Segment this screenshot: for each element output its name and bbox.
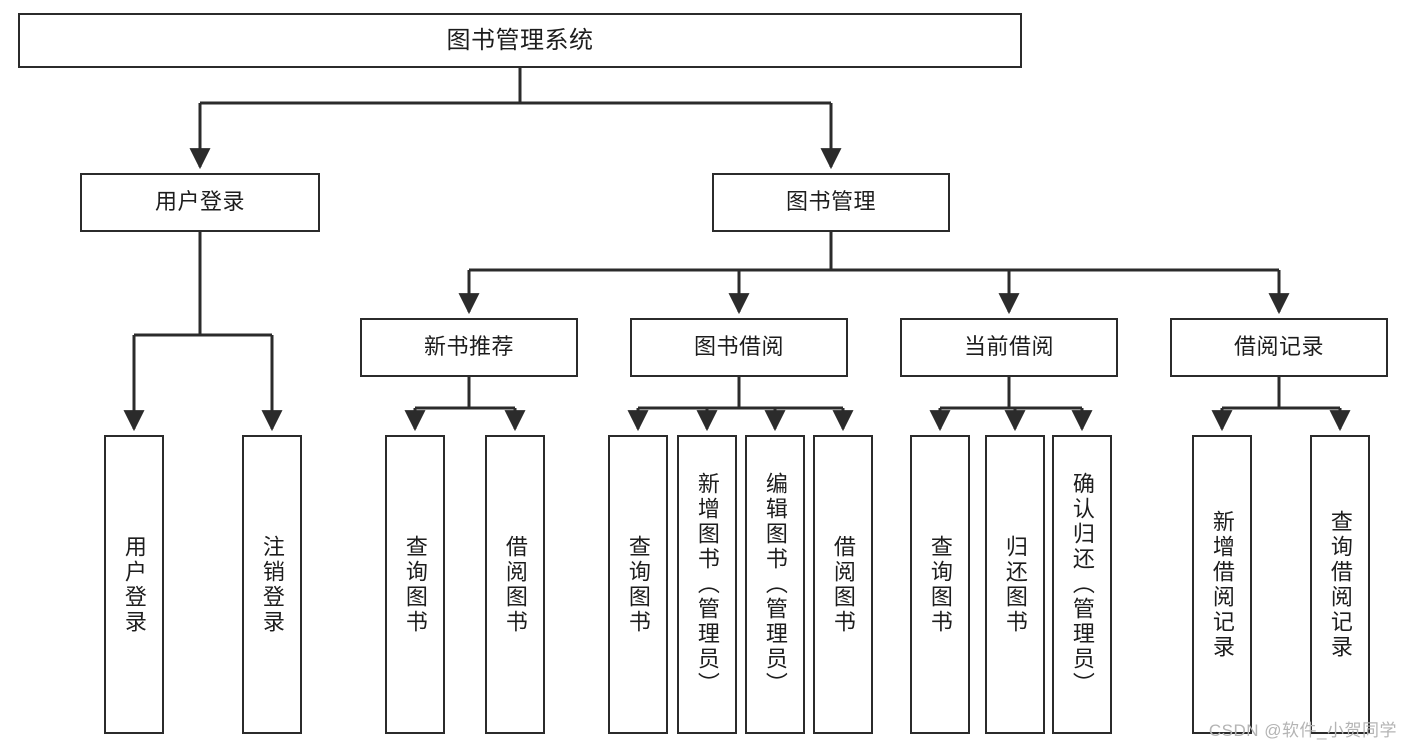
leaf-query-book-recommend[interactable]: 查询图书 <box>385 435 445 734</box>
leaf-add-borrow-record-label: 新增借阅记录 <box>1209 509 1235 660</box>
leaf-query-book-borrow[interactable]: 查询图书 <box>608 435 668 734</box>
node-new-book-recommend[interactable]: 新书推荐 <box>360 318 578 377</box>
leaf-add-borrow-record[interactable]: 新增借阅记录 <box>1192 435 1252 734</box>
node-new-book-recommend-label: 新书推荐 <box>423 334 514 360</box>
node-book-borrow[interactable]: 图书借阅 <box>630 318 848 377</box>
leaf-query-book-current[interactable]: 查询图书 <box>910 435 970 734</box>
node-current-borrow-label: 当前借阅 <box>963 334 1054 360</box>
leaf-borrow-book-recommend[interactable]: 借阅图书 <box>485 435 545 734</box>
leaf-return-book-label: 归还图书 <box>1002 534 1028 635</box>
node-root-system[interactable]: 图书管理系统 <box>18 13 1022 68</box>
node-user-login[interactable]: 用户登录 <box>80 173 320 232</box>
leaf-add-book-admin-label: 新增图书（管理员） <box>694 472 720 697</box>
node-user-login-label: 用户登录 <box>154 189 245 215</box>
node-current-borrow[interactable]: 当前借阅 <box>900 318 1118 377</box>
leaf-query-book-borrow-label: 查询图书 <box>625 534 651 635</box>
leaf-query-book-recommend-label: 查询图书 <box>402 534 428 635</box>
leaf-borrow-book-recommend-label: 借阅图书 <box>502 534 528 635</box>
leaf-logout[interactable]: 注销登录 <box>242 435 302 734</box>
node-root-label: 图书管理系统 <box>446 26 594 54</box>
leaf-query-borrow-record-label: 查询借阅记录 <box>1327 509 1353 660</box>
csdn-watermark: CSDN @软件_小贺同学 <box>1208 721 1397 740</box>
node-borrow-records-label: 借阅记录 <box>1233 334 1324 360</box>
node-book-borrow-label: 图书借阅 <box>693 334 784 360</box>
node-book-management[interactable]: 图书管理 <box>712 173 950 232</box>
leaf-confirm-return-admin[interactable]: 确认归还（管理员） <box>1052 435 1112 734</box>
leaf-borrow-book[interactable]: 借阅图书 <box>813 435 873 734</box>
leaf-logout-label: 注销登录 <box>259 534 285 635</box>
leaf-confirm-return-admin-label: 确认归还（管理员） <box>1069 472 1095 697</box>
leaf-user-login[interactable]: 用户登录 <box>104 435 164 734</box>
leaf-borrow-book-label: 借阅图书 <box>830 534 856 635</box>
node-book-management-label: 图书管理 <box>785 189 876 215</box>
leaf-query-book-current-label: 查询图书 <box>927 534 953 635</box>
node-borrow-records[interactable]: 借阅记录 <box>1170 318 1388 377</box>
leaf-add-book-admin[interactable]: 新增图书（管理员） <box>677 435 737 734</box>
leaf-query-borrow-record[interactable]: 查询借阅记录 <box>1310 435 1370 734</box>
leaf-edit-book-admin[interactable]: 编辑图书（管理员） <box>745 435 805 734</box>
leaf-user-login-label: 用户登录 <box>121 534 147 635</box>
leaf-return-book[interactable]: 归还图书 <box>985 435 1045 734</box>
leaf-edit-book-admin-label: 编辑图书（管理员） <box>762 472 788 697</box>
